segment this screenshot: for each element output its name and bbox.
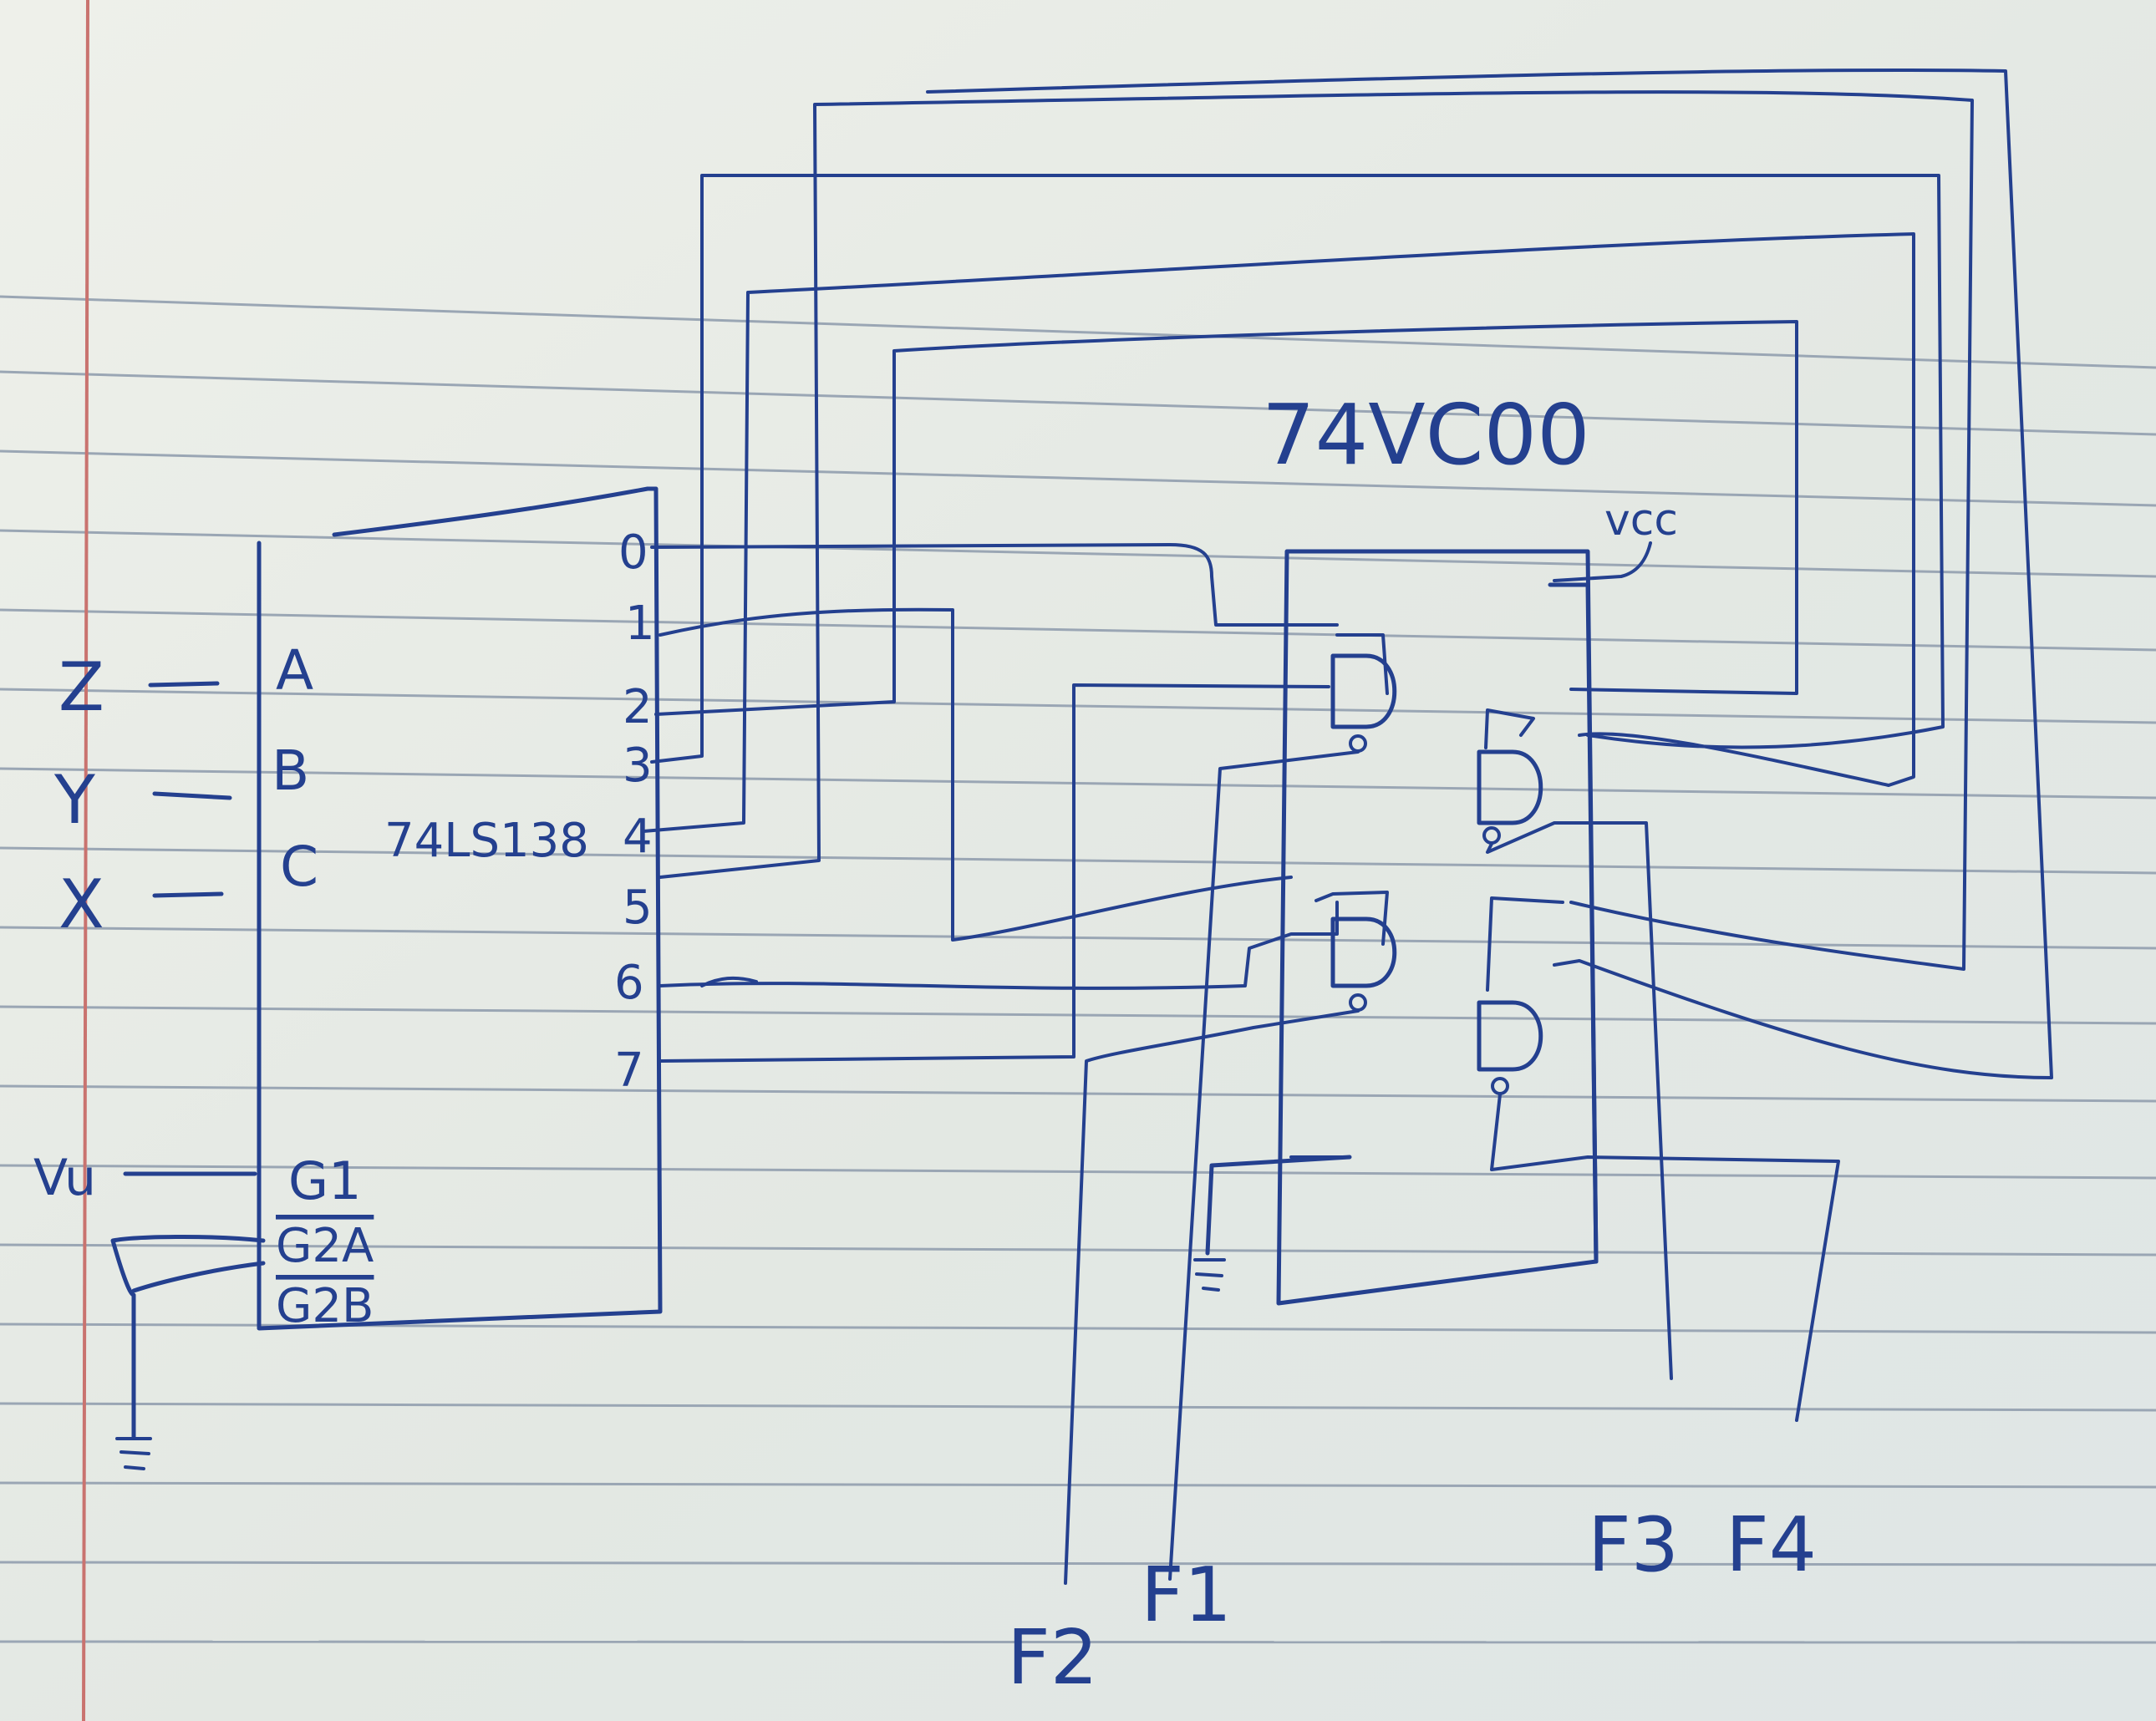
output-label-3: 3 <box>623 739 653 793</box>
output-label-0: 0 <box>618 525 648 580</box>
vcc-label: vcc <box>1604 495 1678 546</box>
pin-label-c: C <box>280 835 318 899</box>
input-label-y: Y <box>53 761 96 839</box>
decoder-ground-wiring <box>110 1234 266 1470</box>
nand-gate-1 <box>1330 633 1397 753</box>
decoder-chip-74ls138 <box>257 486 663 1331</box>
pin-label-g1: G1 <box>288 1150 362 1211</box>
output-wires <box>1064 750 1840 1585</box>
input-label-x: X <box>58 866 104 943</box>
margin-line <box>82 0 89 1721</box>
pin-label-b: B <box>272 739 309 803</box>
nand-chip-74vc00 <box>1276 541 1652 1306</box>
vcc-input-label: Vu <box>33 1149 96 1207</box>
decoder-input-leads <box>123 681 257 1176</box>
output-label-f1: F1 <box>1141 1551 1232 1639</box>
output-label-4: 4 <box>623 810 653 864</box>
output-label-5: 5 <box>623 881 653 935</box>
pin-label-a: A <box>276 638 313 703</box>
output-label-2: 2 <box>623 680 653 734</box>
chip-label-74vc00: 74VC00 <box>1262 386 1590 484</box>
pin-label-g2a: G2A <box>276 1219 374 1273</box>
input-label-z: Z <box>58 648 104 726</box>
ruled-lines <box>0 295 2156 1644</box>
signal-wires <box>642 69 2053 1079</box>
nand-gate-2 <box>1314 891 1397 1012</box>
decoder-output-labels: 0 1 2 3 4 5 6 7 <box>614 525 655 1098</box>
output-label-f2: F2 <box>1007 1614 1098 1702</box>
pin-label-g2b: G2B <box>276 1279 374 1333</box>
output-label-6: 6 <box>614 956 644 1010</box>
output-label-f4: F4 <box>1726 1501 1817 1589</box>
nand-chip-ground <box>1193 1155 1352 1292</box>
output-label-7: 7 <box>614 1043 644 1098</box>
output-label-f3: F3 <box>1588 1501 1679 1589</box>
chip-label-74ls138: 74LS138 <box>384 814 589 868</box>
output-label-1: 1 <box>625 597 655 651</box>
